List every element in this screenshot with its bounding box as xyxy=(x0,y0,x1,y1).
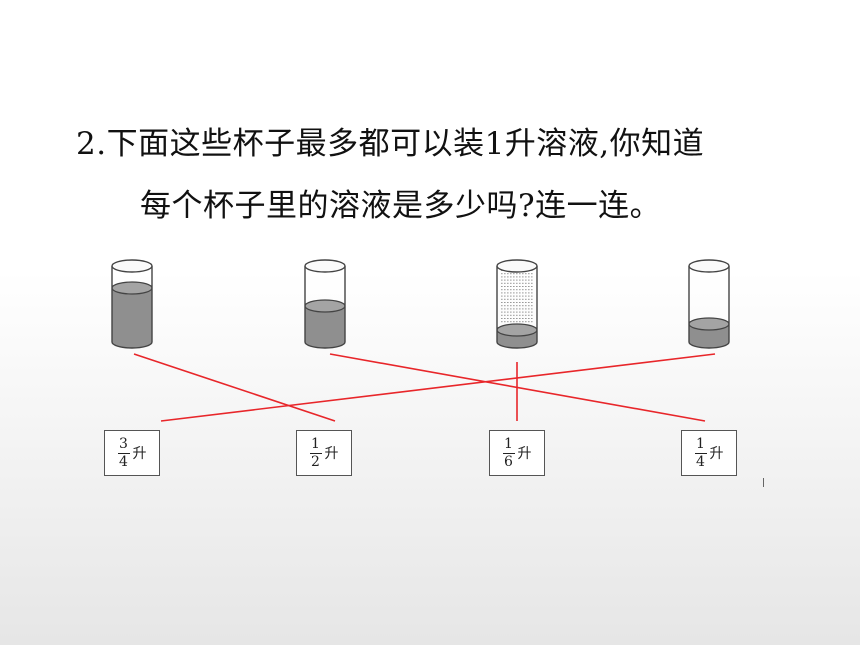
glass-wall xyxy=(496,266,538,349)
fraction-bar xyxy=(694,452,707,454)
fraction-bar xyxy=(309,452,322,454)
liquid-surface xyxy=(304,299,346,313)
liquid xyxy=(305,306,345,348)
fraction-bar xyxy=(502,452,515,454)
answer-box-4[interactable]: 1 4 升 xyxy=(681,430,737,476)
unit-label: 升 xyxy=(709,446,724,462)
cups xyxy=(111,259,730,349)
glass-wall xyxy=(111,266,153,349)
denominator: 4 xyxy=(696,453,705,470)
unit-label: 升 xyxy=(517,446,532,462)
glass-rim xyxy=(304,259,346,273)
numerator: 1 xyxy=(696,435,705,452)
cup-4 xyxy=(688,259,730,349)
cup-1 xyxy=(111,259,153,349)
numerator: 1 xyxy=(311,435,320,452)
liquid xyxy=(689,324,729,348)
connection-lines xyxy=(133,353,716,422)
fraction: 1 4 xyxy=(694,435,707,470)
connection-line-4[interactable] xyxy=(160,353,716,422)
glass-wall xyxy=(304,266,346,349)
liquid-surface xyxy=(496,323,538,337)
liquid-surface xyxy=(688,317,730,331)
cup-3 xyxy=(496,259,538,349)
glass-rim xyxy=(496,259,538,273)
answer-box-3[interactable]: 1 6 升 xyxy=(489,430,545,476)
connection-line-1[interactable] xyxy=(133,353,336,422)
fraction: 3 4 xyxy=(117,435,130,470)
liquid-surface xyxy=(111,281,153,295)
liquid xyxy=(112,288,152,348)
answer-box-2[interactable]: 1 2 升 xyxy=(296,430,352,476)
question-line-2: 每个杯子里的溶液是多少吗?连一连。 xyxy=(140,188,662,224)
fraction-bar xyxy=(117,452,130,454)
cup-2 xyxy=(304,259,346,349)
denominator: 6 xyxy=(504,453,513,470)
glass-rim xyxy=(688,259,730,273)
unit-label: 升 xyxy=(132,446,147,462)
fraction: 1 6 xyxy=(502,435,515,470)
denominator: 4 xyxy=(119,453,128,470)
glass-rim xyxy=(111,259,153,273)
numerator: 3 xyxy=(119,435,128,452)
unit-label: 升 xyxy=(324,446,339,462)
answer-box-1[interactable]: 3 4 升 xyxy=(104,430,160,476)
tick-mark xyxy=(763,478,764,487)
glass-wall xyxy=(688,266,730,349)
denominator: 2 xyxy=(311,453,320,470)
numerator: 1 xyxy=(504,435,513,452)
graduation-marks xyxy=(501,270,533,323)
question-line-1: 2.下面这些杯子最多都可以装1升溶液,你知道 xyxy=(76,126,705,162)
fraction: 1 2 xyxy=(309,435,322,470)
